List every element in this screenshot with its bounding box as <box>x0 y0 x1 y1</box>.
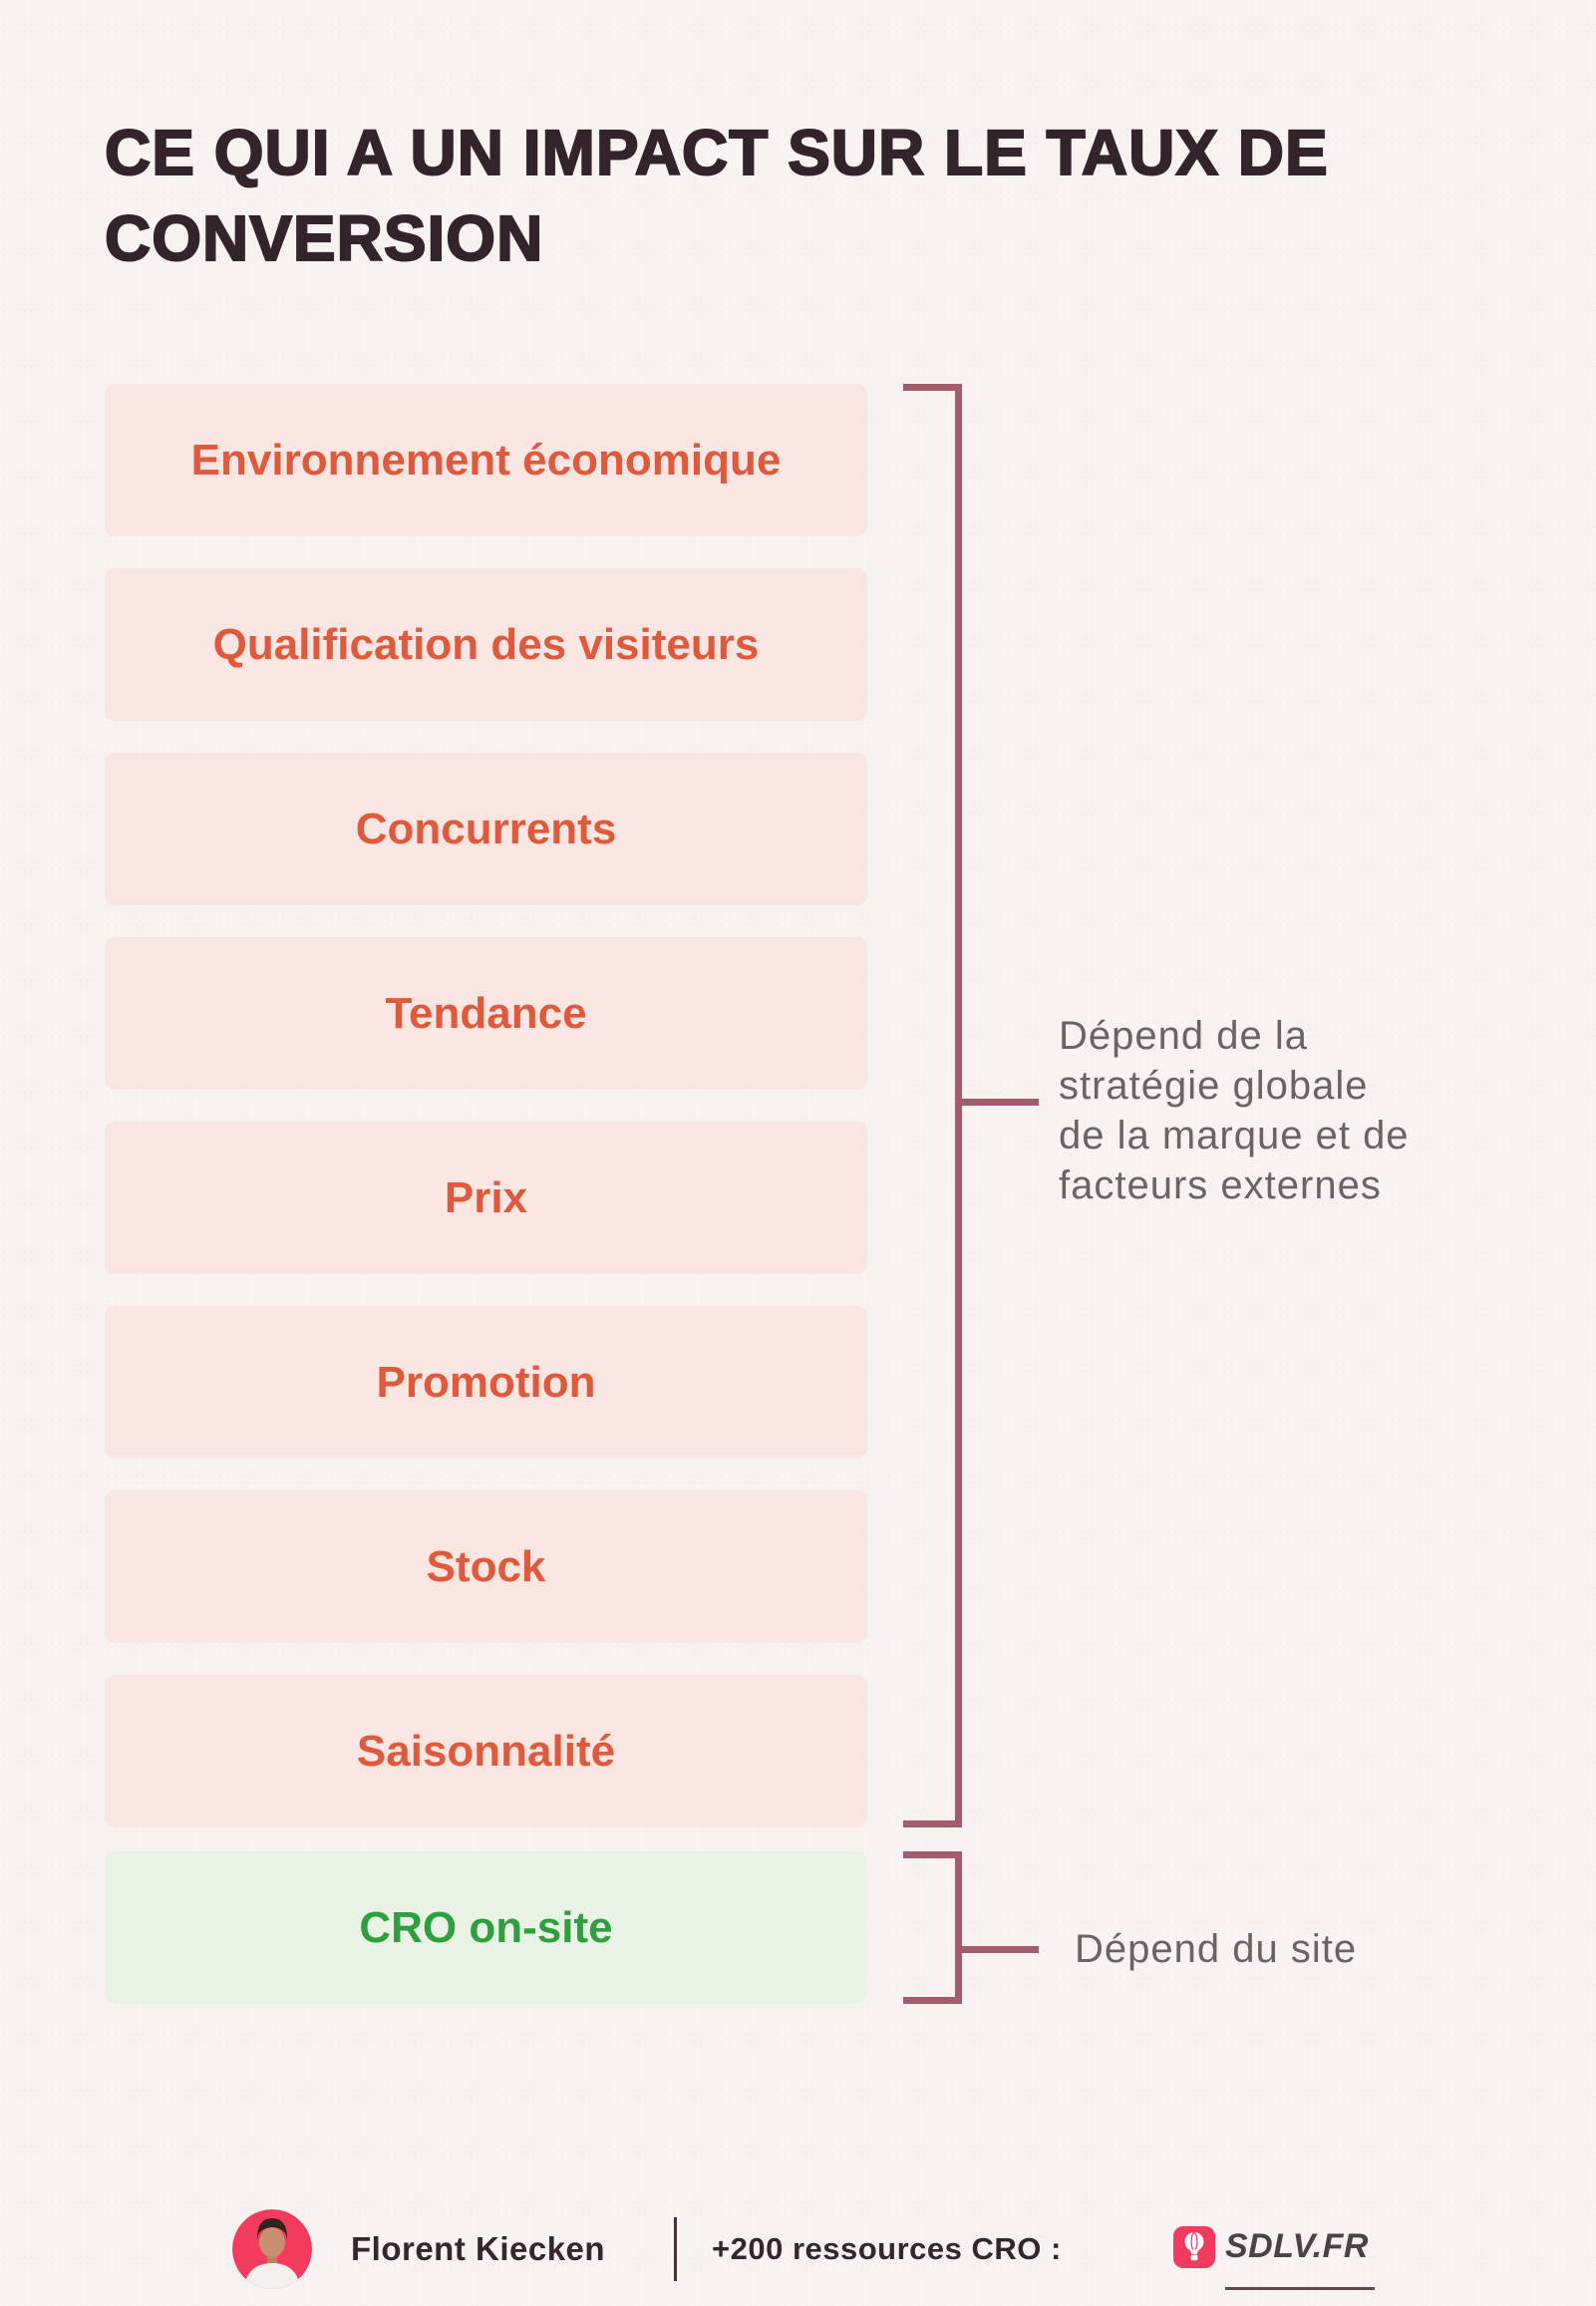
sdlv-logo-badge[interactable] <box>1173 2226 1215 2268</box>
external-bracket-connector <box>962 1099 1039 1106</box>
factor-box-environnement: Environnement économique <box>105 384 867 536</box>
factor-label: Concurrents <box>355 804 617 853</box>
factor-box-qualification: Qualification des visiteurs <box>105 568 867 721</box>
external-bracket-tick-top <box>903 384 962 391</box>
factor-box-prix: Prix <box>105 1122 867 1274</box>
external-annotation-line: facteurs externes <box>1059 1163 1382 1207</box>
onsite-bracket-connector <box>962 1946 1039 1953</box>
external-bracket-tick-bottom <box>903 1820 962 1827</box>
factor-box-saisonnalite: Saisonnalité <box>105 1675 867 1827</box>
external-factors-list: Environnement économique Qualification d… <box>105 384 867 1827</box>
external-annotation-line: de la marque et de <box>1059 1114 1410 1157</box>
external-bracket-line <box>955 384 962 1827</box>
person-avatar-illustration <box>232 2209 312 2289</box>
factor-label: CRO on-site <box>359 1902 613 1952</box>
factor-label: Tendance <box>385 988 587 1038</box>
person-avatar <box>232 2209 312 2289</box>
factor-box-cro-onsite: CRO on-site <box>105 1851 867 2004</box>
external-annotation-line: stratégie globale <box>1059 1064 1369 1108</box>
factor-label: Qualification des visiteurs <box>212 619 760 669</box>
factor-box-stock: Stock <box>105 1490 867 1643</box>
resources-label: +200 ressources CRO : <box>712 2231 1062 2266</box>
footer: Florent Kiecken +200 ressources CRO : SD… <box>0 2205 1596 2297</box>
factor-box-concurrents: Concurrents <box>105 753 867 905</box>
factor-box-promotion: Promotion <box>105 1306 867 1459</box>
factor-label: Prix <box>444 1172 528 1222</box>
page-title-line-1: CE QUI A UN IMPACT SUR LE TAUX DE <box>104 116 1329 189</box>
factor-label: Promotion <box>376 1357 596 1407</box>
footer-divider <box>674 2217 677 2281</box>
hot-air-balloon-icon <box>1184 2231 1204 2261</box>
external-annotation: Dépend de la stratégie globale de la mar… <box>1059 1011 1410 1210</box>
onsite-bracket-line <box>955 1851 962 2004</box>
factor-label: Environnement économique <box>190 435 782 485</box>
factor-label: Saisonnalité <box>356 1726 616 1776</box>
factor-label: Stock <box>426 1541 546 1591</box>
onsite-bracket-tick-top <box>903 1851 962 1858</box>
external-annotation-line: Dépend de la <box>1059 1014 1308 1058</box>
onsite-bracket-tick-bottom <box>903 1997 962 2004</box>
page-title-line-2: CONVERSION <box>104 201 544 275</box>
page-title: CE QUI A UN IMPACT SUR LE TAUX DE CONVER… <box>104 110 1560 281</box>
onsite-annotation: Dépend du site <box>1075 1927 1358 1971</box>
sdlv-site-link[interactable]: SDLV.FR <box>1225 2205 1375 2290</box>
factor-box-tendance: Tendance <box>105 937 867 1090</box>
author-name: Florent Kiecken <box>351 2230 606 2267</box>
